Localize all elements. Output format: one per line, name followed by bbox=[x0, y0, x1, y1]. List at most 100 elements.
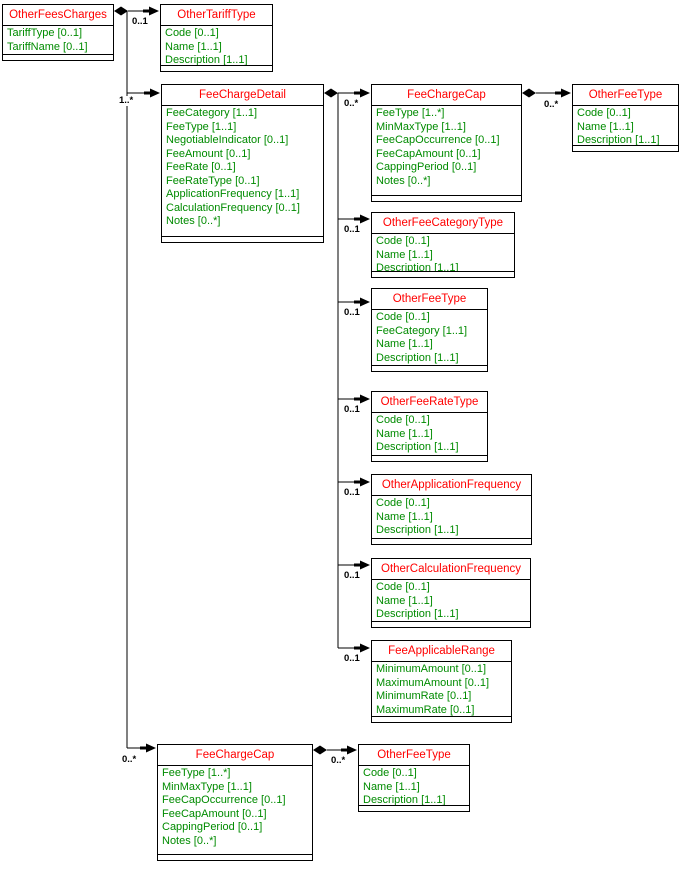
entity-footer bbox=[372, 365, 487, 371]
entity-attributes: FeeType [1..*] MinMaxType [1..1] FeeCapO… bbox=[372, 106, 521, 195]
entity-attributes: FeeCategory [1..1] FeeType [1..1] Negoti… bbox=[162, 106, 323, 236]
entity-title: OtherFeeRateType bbox=[372, 392, 487, 413]
attribute-row: Description [1..1] bbox=[376, 441, 459, 453]
entity-attributes: FeeType [1..*] MinMaxType [1..1] FeeCapO… bbox=[158, 766, 312, 854]
arrowhead-icon bbox=[555, 88, 571, 98]
entity-other-calculation-frequency: OtherCalculationFrequency Code [0..1] Na… bbox=[371, 558, 531, 628]
composition-diamond-icon bbox=[114, 6, 128, 16]
entity-footer bbox=[372, 621, 530, 627]
attribute-row: Description [1..1] bbox=[577, 134, 660, 145]
entity-fee-charge-detail: FeeChargeDetail FeeCategory [1..1] FeeTy… bbox=[161, 84, 324, 243]
arrowhead-icon bbox=[354, 560, 370, 570]
attribute-row: Notes [0..*] bbox=[162, 834, 217, 847]
entity-attributes: Code [0..1] Name [1..1] Description [1..… bbox=[573, 106, 678, 145]
arrowhead-icon bbox=[354, 394, 370, 404]
multiplicity-label: 0..1 bbox=[131, 16, 149, 27]
attribute-row: Name [1..1] bbox=[363, 780, 420, 793]
entity-footer bbox=[573, 145, 678, 151]
attribute-row: FeeCapAmount [0..1] bbox=[376, 147, 481, 160]
entity-title: OtherApplicationFrequency bbox=[372, 475, 531, 496]
entity-title: FeeChargeDetail bbox=[162, 85, 323, 106]
attribute-row: Description [1..1] bbox=[376, 608, 459, 620]
composition-diamond-icon bbox=[522, 88, 536, 98]
entity-title: OtherFeeType bbox=[372, 289, 487, 310]
attribute-row: MinMaxType [1..1] bbox=[162, 780, 252, 793]
attribute-row: TariffName [0..1] bbox=[7, 40, 88, 53]
attribute-row: FeeCapOccurrence [0..1] bbox=[376, 134, 500, 146]
attribute-row: CalculationFrequency [0..1] bbox=[166, 201, 300, 214]
arrowhead-icon bbox=[354, 88, 370, 98]
multiplicity-label: 0..* bbox=[543, 99, 560, 110]
attribute-row: MaximumRate [0..1] bbox=[376, 703, 475, 716]
attribute-row: Notes [0..*] bbox=[376, 174, 431, 187]
entity-other-fee-category-type: OtherFeeCategoryType Code [0..1] Name [1… bbox=[371, 212, 515, 278]
attribute-row: Code [0..1] bbox=[363, 767, 417, 779]
attribute-row: Code [0..1] bbox=[577, 107, 631, 119]
attribute-row: Description [1..1] bbox=[376, 262, 459, 271]
entity-title: OtherFeeType bbox=[359, 745, 469, 766]
entity-title: FeeApplicableRange bbox=[372, 641, 511, 662]
multiplicity-label: 0..1 bbox=[343, 404, 361, 415]
attribute-row: Code [0..1] bbox=[376, 581, 430, 593]
attribute-row: Name [1..1] bbox=[165, 40, 222, 53]
attribute-row: FeeRateType [0..1] bbox=[166, 174, 260, 187]
attribute-row: FeeRate [0..1] bbox=[166, 161, 236, 173]
entity-title: OtherCalculationFrequency bbox=[372, 559, 530, 580]
arrowhead-icon bbox=[354, 297, 370, 307]
entity-other-fee-type-mid: OtherFeeType Code [0..1] FeeCategory [1.… bbox=[371, 288, 488, 372]
entity-other-tariff-type: OtherTariffType Code [0..1] Name [1..1] … bbox=[160, 4, 273, 72]
multiplicity-label: 0..1 bbox=[343, 224, 361, 235]
attribute-row: FeeAmount [0..1] bbox=[166, 147, 251, 160]
entity-attributes: Code [0..1] Name [1..1] Description [1..… bbox=[359, 766, 469, 805]
multiplicity-label: 0..1 bbox=[343, 570, 361, 581]
entity-attributes: Code [0..1] Name [1..1] Description [1..… bbox=[372, 413, 487, 455]
entity-attributes: Code [0..1] Name [1..1] Description [1..… bbox=[372, 496, 531, 538]
entity-attributes: TariffType [0..1] TariffName [0..1] bbox=[3, 26, 113, 54]
attribute-row: Notes [0..*] bbox=[166, 215, 221, 227]
entity-other-fee-rate-type: OtherFeeRateType Code [0..1] Name [1..1]… bbox=[371, 391, 488, 462]
arrowhead-icon bbox=[354, 477, 370, 487]
attribute-row: Code [0..1] bbox=[376, 497, 430, 509]
composition-diamond-icon bbox=[313, 745, 327, 755]
attribute-row: FeeType [1..1] bbox=[166, 120, 237, 133]
entity-title: OtherTariffType bbox=[161, 5, 272, 26]
attribute-row: MinimumAmount [0..1] bbox=[376, 663, 487, 675]
attribute-row: CappingPeriod [0..1] bbox=[162, 821, 263, 833]
entity-footer bbox=[359, 805, 469, 811]
entity-fee-charge-cap-bottom: FeeChargeCap FeeType [1..*] MinMaxType [… bbox=[157, 744, 313, 861]
connector-ends bbox=[114, 6, 571, 755]
attribute-row: FeeCapAmount [0..1] bbox=[162, 807, 267, 820]
attribute-row: Name [1..1] bbox=[376, 338, 433, 350]
arrowhead-icon bbox=[354, 214, 370, 224]
multiplicity-label: 1..* bbox=[118, 95, 135, 106]
multiplicity-label: 0..1 bbox=[343, 487, 361, 498]
entity-fee-charge-cap-top: FeeChargeCap FeeType [1..*] MinMaxType [… bbox=[371, 84, 522, 202]
attribute-row: Code [0..1] bbox=[376, 414, 430, 426]
entity-other-fee-type-top: OtherFeeType Code [0..1] Name [1..1] Des… bbox=[572, 84, 679, 152]
entity-fee-applicable-range: FeeApplicableRange MinimumAmount [0..1] … bbox=[371, 640, 512, 723]
entity-title: FeeChargeCap bbox=[372, 85, 521, 106]
attribute-row: Description [1..1] bbox=[376, 524, 459, 536]
entity-attributes: Code [0..1] Name [1..1] Description [1..… bbox=[372, 580, 530, 621]
attribute-row: TariffType [0..1] bbox=[7, 27, 83, 39]
entity-footer bbox=[372, 271, 514, 277]
entity-attributes: Code [0..1] Name [1..1] Description [1..… bbox=[372, 234, 514, 271]
multiplicity-label: 0..* bbox=[343, 98, 360, 109]
attribute-row: FeeCategory [1..1] bbox=[376, 324, 468, 337]
arrowhead-icon bbox=[140, 743, 156, 753]
entity-footer bbox=[372, 195, 521, 201]
attribute-row: Name [1..1] bbox=[376, 594, 433, 607]
attribute-row: Description [1..1] bbox=[165, 54, 248, 65]
attribute-row: Name [1..1] bbox=[577, 120, 634, 133]
attribute-row: Description [1..1] bbox=[363, 794, 446, 805]
attribute-row: Code [0..1] bbox=[165, 27, 219, 39]
attribute-row: FeeType [1..*] bbox=[162, 767, 231, 779]
multiplicity-label: 0..1 bbox=[343, 653, 361, 664]
arrowhead-icon bbox=[341, 745, 357, 755]
entity-other-application-frequency: OtherApplicationFrequency Code [0..1] Na… bbox=[371, 474, 532, 545]
arrowhead-icon bbox=[354, 643, 370, 653]
entity-title: OtherFeeCategoryType bbox=[372, 213, 514, 234]
attribute-row: Name [1..1] bbox=[376, 510, 433, 523]
arrowhead-icon bbox=[143, 6, 159, 16]
entity-title: OtherFeesCharges bbox=[3, 5, 113, 26]
